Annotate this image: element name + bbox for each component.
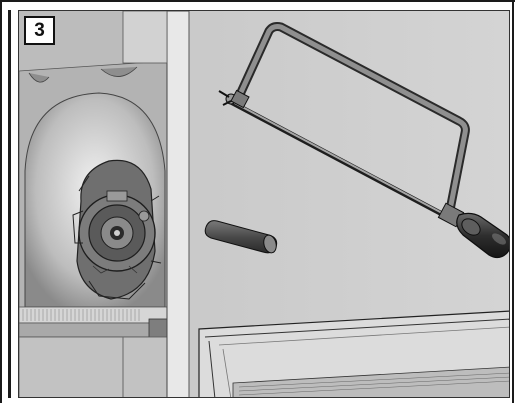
- step-number-text: 3: [34, 19, 45, 41]
- left-border-line: [0, 0, 2, 403]
- rod-piece-icon: [204, 220, 278, 254]
- right-border-line: [512, 0, 514, 403]
- upright-board: [166, 11, 190, 397]
- cavity-bottom-rail: [19, 306, 168, 324]
- lower-right-cabinet: [198, 310, 509, 397]
- lower-base-panel: [19, 336, 180, 397]
- assembly-illustration: [18, 10, 510, 398]
- illustration-drawing: [19, 11, 509, 397]
- left-inner-rule: [8, 10, 11, 398]
- cavity-base-ledge: [19, 322, 168, 338]
- rail-texture: [22, 309, 140, 321]
- upright-top-block: [122, 11, 168, 64]
- hacksaw-icon: [218, 22, 509, 259]
- panel-notch-left: [28, 72, 50, 83]
- step-number-badge: 3: [24, 16, 55, 45]
- panel-notch-center: [100, 66, 138, 77]
- top-border-line: [0, 0, 515, 2]
- motor-assembly-icon: [72, 159, 162, 300]
